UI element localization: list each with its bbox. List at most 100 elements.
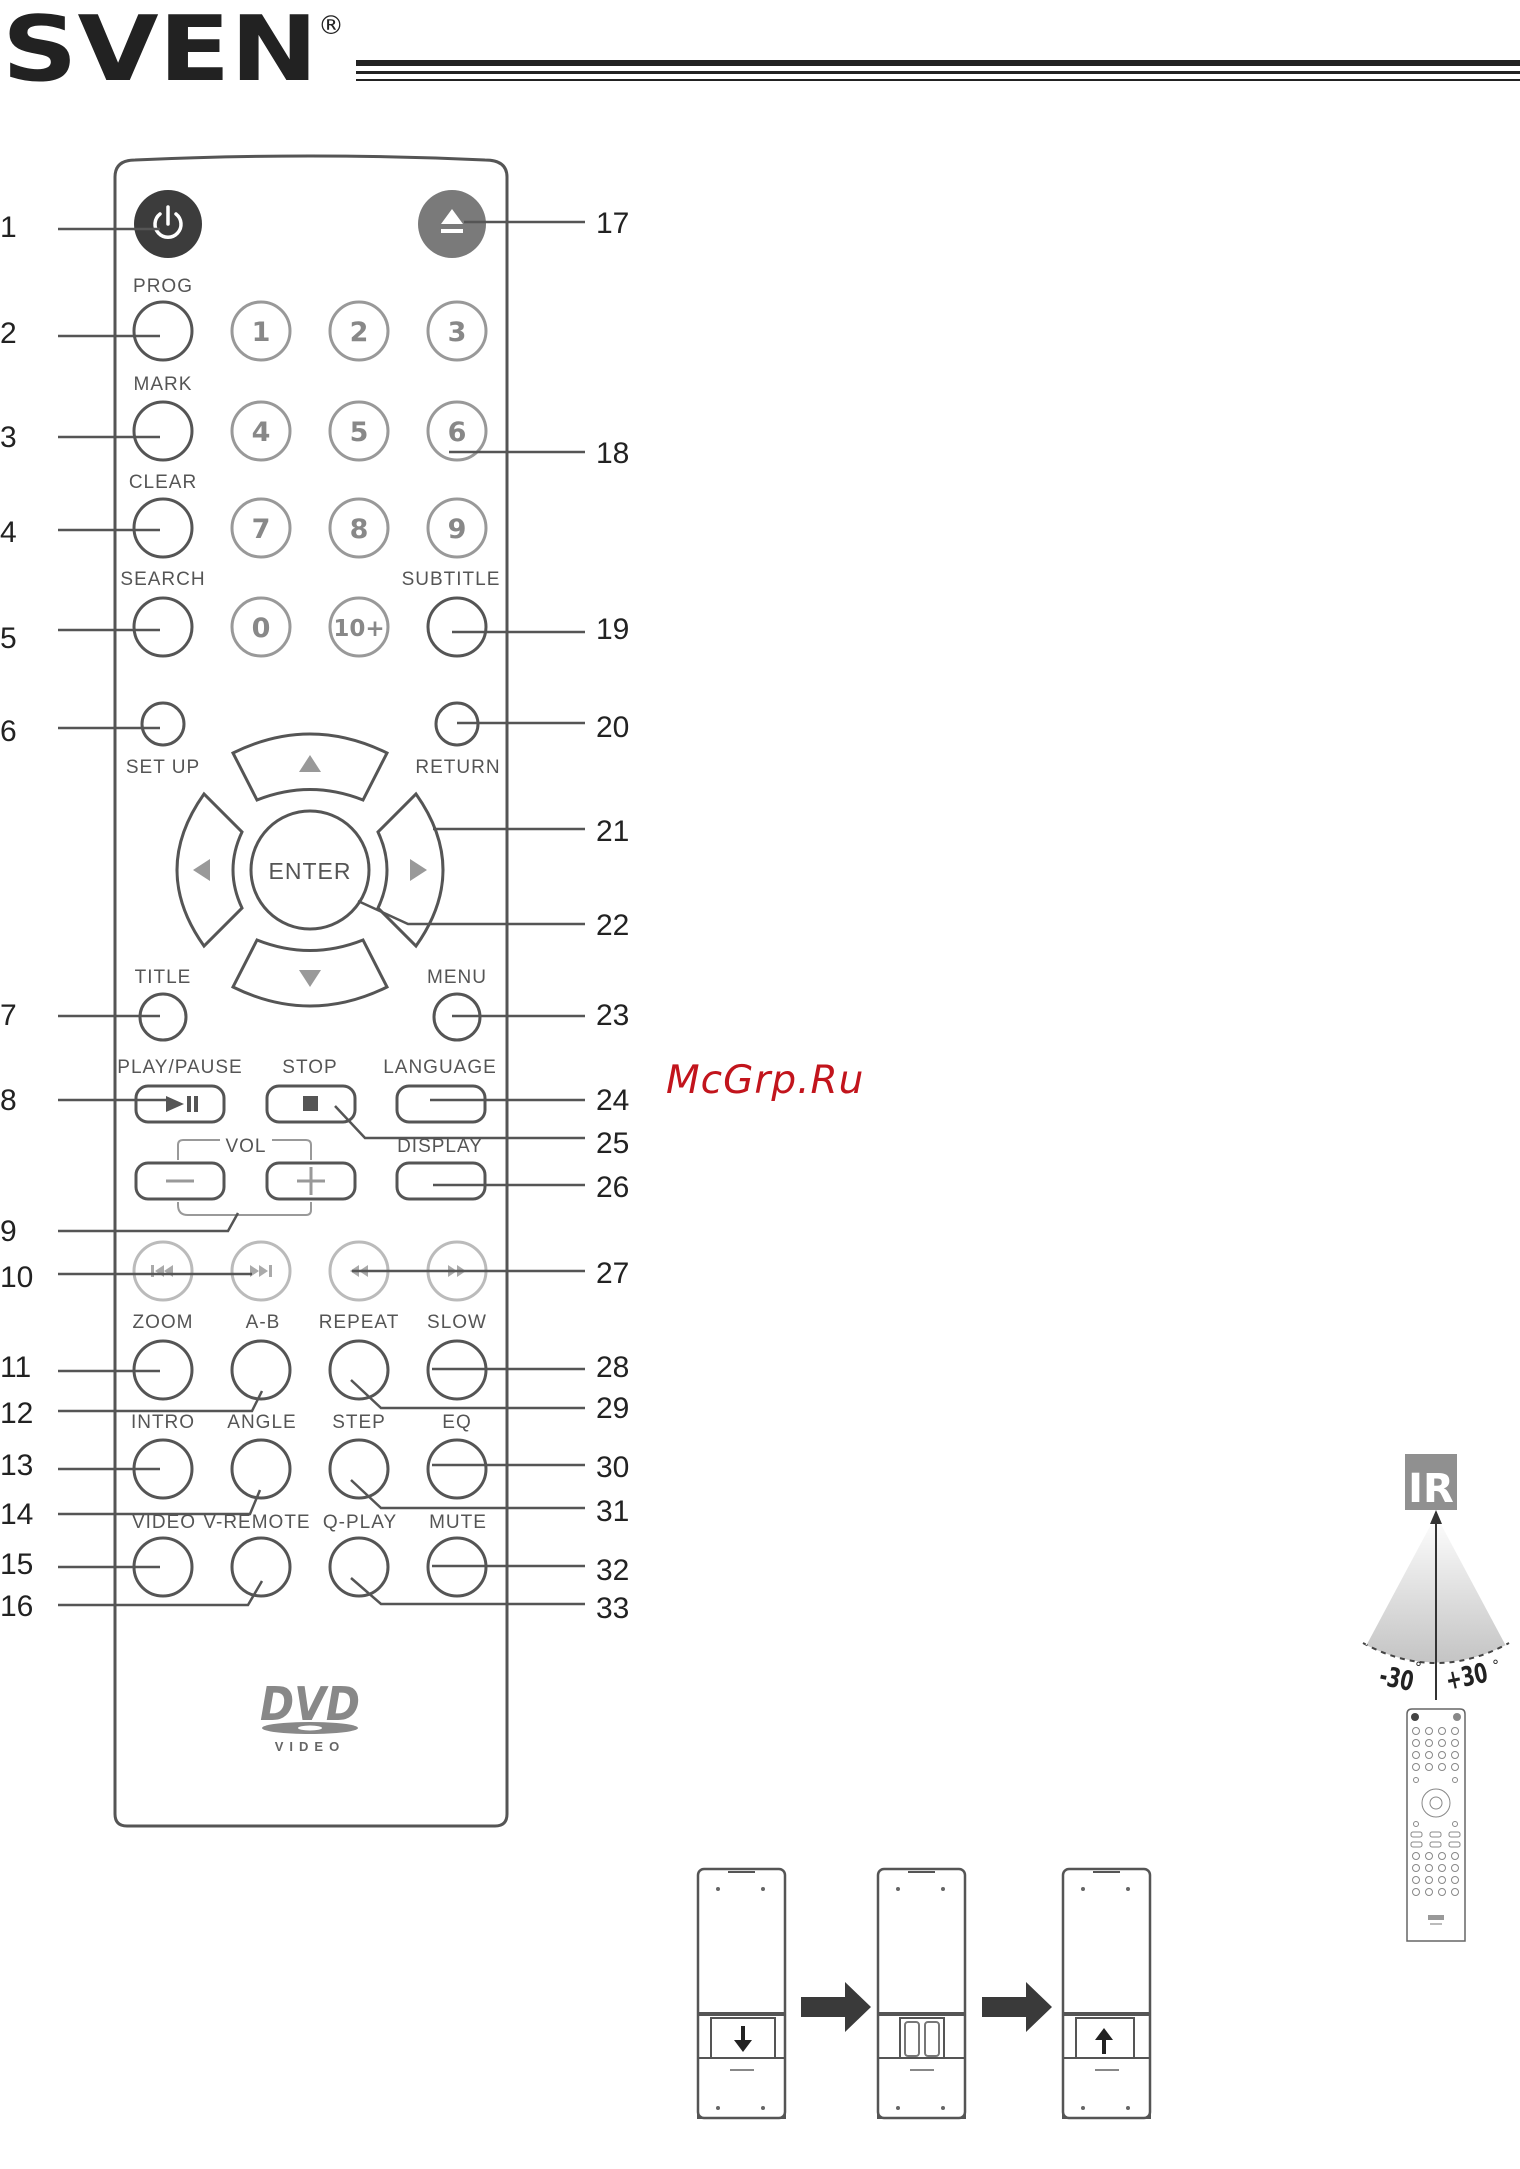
digit-3-button[interactable]	[426, 300, 488, 362]
language-label: LANGUAGE	[383, 1057, 497, 1078]
digit-10plus-text: 10+	[333, 616, 384, 642]
callout-5: 5	[0, 622, 17, 655]
mark-label: MARK	[134, 374, 193, 395]
digit-8-text: 8	[350, 514, 369, 545]
title-label: TITLE	[135, 967, 192, 988]
callout-14: 14	[0, 1498, 33, 1531]
power-icon	[153, 205, 183, 239]
battery-step-1	[696, 1867, 787, 2120]
prog-button[interactable]	[132, 300, 194, 362]
subtitle-button[interactable]	[426, 596, 488, 658]
callout-30: 30	[596, 1451, 629, 1484]
digit-8-button[interactable]	[328, 497, 390, 559]
digit-4-text: 4	[252, 417, 271, 448]
digit-6-button[interactable]	[426, 400, 488, 462]
digit-10plus-button[interactable]	[328, 596, 390, 658]
ir-sensor-icon	[1405, 1454, 1457, 1510]
battery-icon	[904, 2021, 920, 2057]
arrow-left-icon	[193, 859, 210, 881]
callout-22: 22	[596, 909, 629, 942]
play-pause-label: PLAY/PAUSE	[117, 1057, 242, 1078]
digit-9-button[interactable]	[426, 497, 488, 559]
slow-label: SLOW	[427, 1312, 487, 1333]
search-label: SEARCH	[120, 569, 205, 590]
digit-2-text: 2	[350, 317, 369, 348]
ab-button[interactable]	[230, 1339, 292, 1401]
qplay-button[interactable]	[328, 1536, 390, 1598]
digit-0-text: 0	[252, 613, 271, 644]
search-button[interactable]	[132, 596, 194, 658]
callout-33: 33	[596, 1592, 629, 1625]
callout-10: 10	[0, 1261, 33, 1294]
callout-32: 32	[596, 1554, 629, 1587]
repeat-button[interactable]	[328, 1339, 390, 1401]
stop-label: STOP	[282, 1057, 337, 1078]
digit-9-text: 9	[448, 514, 467, 545]
eq-button[interactable]	[426, 1438, 488, 1500]
battery-step-2	[876, 1867, 967, 2120]
callout-1: 1	[0, 211, 17, 244]
next-icon	[250, 1265, 272, 1277]
registered-mark: ®	[318, 11, 344, 41]
display-button[interactable]	[395, 1161, 487, 1201]
angle-button[interactable]	[230, 1438, 292, 1500]
step-arrow-icon	[982, 1982, 1052, 2032]
subtitle-label: SUBTITLE	[402, 569, 501, 590]
callout-6: 6	[0, 715, 17, 748]
callout-12: 12	[0, 1397, 33, 1430]
mark-button[interactable]	[132, 400, 194, 462]
vol-label: VOL	[225, 1136, 266, 1157]
callout-20: 20	[596, 711, 629, 744]
header: SVEN ®	[2, 0, 1520, 102]
repeat-label: REPEAT	[319, 1312, 400, 1333]
digit-5-text: 5	[350, 417, 369, 448]
digit-0-button[interactable]	[230, 596, 292, 658]
callout-27: 27	[596, 1257, 629, 1290]
return-label: RETURN	[415, 757, 500, 778]
setup-button[interactable]	[140, 701, 186, 747]
digit-7-button[interactable]	[230, 497, 292, 559]
angle-label: ANGLE	[227, 1412, 296, 1433]
clear-button[interactable]	[132, 497, 194, 559]
digit-5-button[interactable]	[328, 400, 390, 462]
callout-25: 25	[596, 1127, 629, 1160]
ir-range-diagram: IR -30 ° +30 °	[1362, 1454, 1510, 1700]
callout-7: 7	[0, 999, 17, 1032]
prog-label: PROG	[133, 276, 193, 297]
header-rule-3	[356, 79, 1520, 81]
enter-button[interactable]	[249, 809, 371, 931]
arrow-up-icon	[299, 755, 321, 772]
plus-icon	[297, 1167, 325, 1195]
callout-9: 9	[0, 1215, 17, 1248]
digit-2-button[interactable]	[328, 300, 390, 362]
clear-label: CLEAR	[129, 472, 197, 493]
mute-label: MUTE	[429, 1512, 487, 1533]
callout-15: 15	[0, 1548, 33, 1581]
header-rule-1	[356, 60, 1520, 66]
language-button[interactable]	[395, 1084, 487, 1124]
stop-icon	[303, 1096, 318, 1111]
callout-24: 24	[596, 1084, 629, 1117]
intro-label: INTRO	[131, 1412, 195, 1433]
ir-sensor-text: IR	[1408, 1466, 1454, 1512]
right-degree-text: °	[1492, 1658, 1499, 1674]
arrow-down-icon	[299, 970, 321, 987]
digit-1-text: 1	[252, 317, 271, 348]
video-label: VIDEO	[132, 1512, 196, 1533]
vremote-button[interactable]	[230, 1536, 292, 1598]
callout-29: 29	[596, 1392, 629, 1425]
callout-23: 23	[596, 999, 629, 1032]
right-angle-text: +30	[1443, 1658, 1491, 1697]
step-button[interactable]	[328, 1438, 390, 1500]
callout-numbers: 1 2 3 4 5 6 7 8 9 10 11 12 13 14 15 16 1…	[0, 207, 629, 1625]
callout-4: 4	[0, 516, 17, 549]
display-label: DISPLAY	[397, 1136, 483, 1157]
digit-1-button[interactable]	[230, 300, 292, 362]
digit-7-text: 7	[252, 514, 271, 545]
brand-logo: SVEN	[2, 0, 318, 102]
dvd-video-text: VIDEO	[275, 1739, 345, 1754]
step-label: STEP	[332, 1412, 386, 1433]
menu-label: MENU	[427, 967, 487, 988]
digit-4-button[interactable]	[230, 400, 292, 462]
